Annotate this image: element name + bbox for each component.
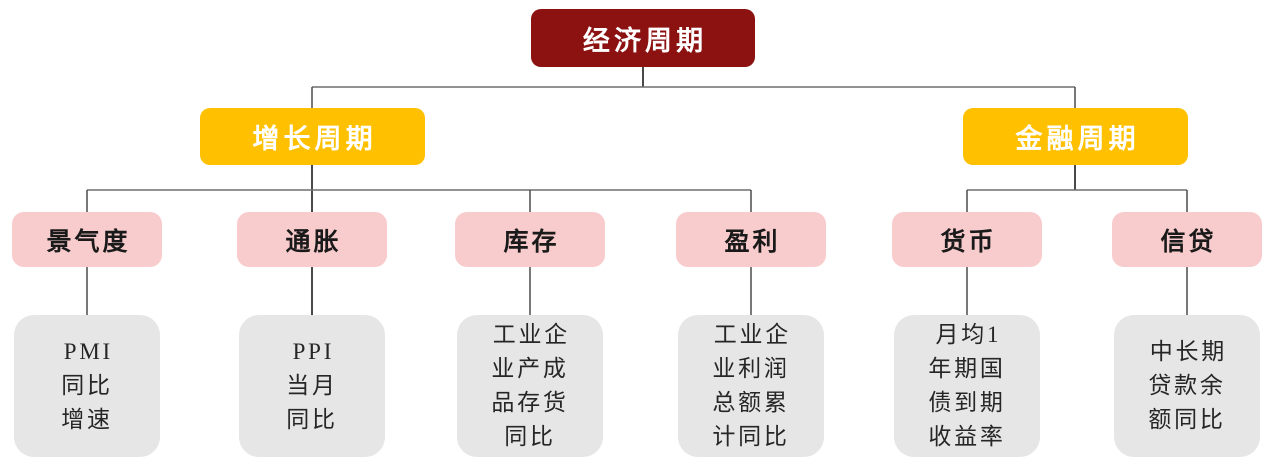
node-category-inventory: 库存 bbox=[455, 212, 605, 267]
node-economic-cycle: 经济周期 bbox=[531, 9, 755, 67]
node-indicator-industrial-profit-cumulative-yoy: 工业企 业利润 总额累 计同比 bbox=[678, 315, 824, 457]
node-category-prosperity: 景气度 bbox=[12, 212, 162, 267]
node-category-inflation: 通胀 bbox=[237, 212, 387, 267]
node-indicator-pmi-yoy: PMI 同比 增速 bbox=[14, 315, 160, 457]
node-growth-cycle: 增长周期 bbox=[200, 108, 425, 165]
node-indicator-medium-long-term-loan-balance-yoy: 中长期 贷款余 额同比 bbox=[1114, 315, 1260, 457]
node-indicator-ppi-monthly-yoy: PPI 当月 同比 bbox=[239, 315, 385, 457]
node-category-money: 货币 bbox=[892, 212, 1042, 267]
node-indicator-1y-treasury-yield: 月均1 年期国 债到期 收益率 bbox=[894, 315, 1040, 457]
node-indicator-finished-goods-inventory-yoy: 工业企 业产成 品存货 同比 bbox=[457, 315, 603, 457]
node-category-profit: 盈利 bbox=[676, 212, 826, 267]
node-category-credit: 信贷 bbox=[1112, 212, 1262, 267]
node-financial-cycle: 金融周期 bbox=[963, 108, 1188, 165]
